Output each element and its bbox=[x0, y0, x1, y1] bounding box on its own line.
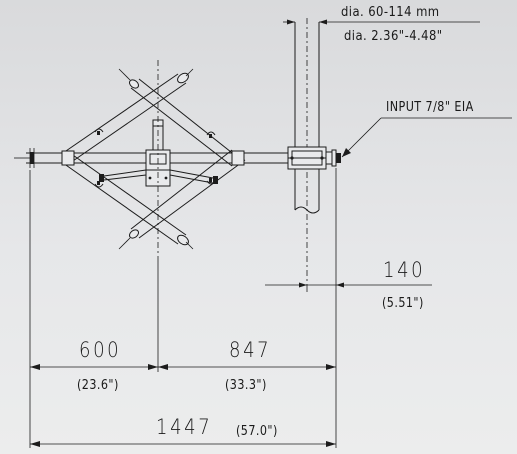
pipe-diameter-metric-label: dia. 60-114 mm bbox=[341, 4, 440, 20]
overall-imperial: (57.0") bbox=[236, 424, 278, 439]
pipe-diameter-imperial-label: dia. 2.36"-4.48" bbox=[344, 28, 443, 44]
left-span-value: 600 bbox=[79, 338, 122, 362]
extension-lines bbox=[29, 168, 337, 448]
mast-clamp bbox=[287, 146, 327, 170]
overall-value: 1447 bbox=[156, 415, 213, 439]
dipole-elements bbox=[61, 68, 246, 250]
left-span-imperial: (23.6") bbox=[77, 378, 119, 393]
right-span-value: 847 bbox=[229, 338, 272, 362]
input-leader bbox=[341, 117, 512, 158]
offset-dimension bbox=[265, 282, 432, 288]
offset-imperial: (5.51") bbox=[382, 296, 424, 311]
pipe-diameter-dimension bbox=[283, 19, 480, 25]
overall-dimension bbox=[30, 441, 336, 447]
input-connector bbox=[325, 149, 341, 167]
span-dimensions bbox=[30, 364, 336, 370]
right-span-imperial: (33.3") bbox=[225, 378, 267, 393]
input-label: INPUT 7/8" EIA bbox=[386, 100, 474, 115]
offset-value: 140 bbox=[383, 258, 426, 282]
